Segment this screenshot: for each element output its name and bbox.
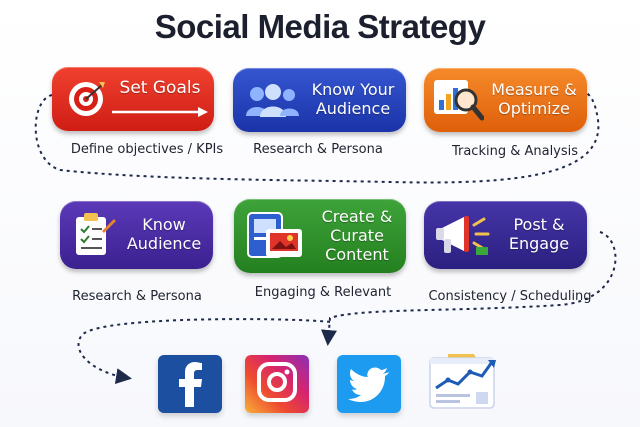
analytics-icon — [432, 76, 485, 128]
step-label: Know Your Audience — [311, 80, 395, 118]
step-caption: Define objectives / KPIs — [70, 142, 224, 157]
step-measure-optimize: Measure & Optimize — [424, 68, 587, 132]
step-caption: Research & Persona — [253, 142, 383, 157]
step-label: Post & Engage — [508, 215, 570, 253]
megaphone-icon — [434, 211, 490, 263]
step-label: Set Goals — [119, 78, 201, 98]
step-set-goals: Set Goals — [52, 67, 214, 131]
step-caption: Consistency / Scheduling — [428, 289, 592, 304]
dashboard-chart-icon[interactable] — [426, 350, 502, 412]
checklist-icon — [72, 211, 116, 263]
step-label: Know Audience — [126, 215, 202, 253]
target-icon — [66, 79, 106, 123]
step-know-audience: Know Audience — [60, 201, 213, 269]
step-caption: Tracking & Analysis — [451, 144, 579, 159]
step-label: Measure & Optimize — [491, 80, 577, 118]
people-icon — [243, 82, 301, 126]
twitter-icon[interactable] — [337, 355, 401, 413]
instagram-icon[interactable] — [245, 355, 309, 413]
page-title: Social Media Strategy — [154, 8, 486, 45]
step-post-engage: Post & Engage — [424, 201, 587, 269]
step-label: Create & Curate Content — [321, 207, 393, 264]
facebook-icon[interactable] — [158, 355, 222, 413]
row2-connector — [321, 231, 617, 346]
step-caption: Engaging & Relevant — [254, 285, 392, 300]
arrow-icon — [112, 107, 208, 117]
step-caption: Research & Persona — [72, 289, 202, 304]
step-create-curate-content: Create & Curate Content — [234, 199, 406, 273]
top-loop-connector — [34, 91, 600, 184]
step-know-your-audience: Know Your Audience — [233, 68, 406, 132]
content-icon — [246, 209, 306, 267]
